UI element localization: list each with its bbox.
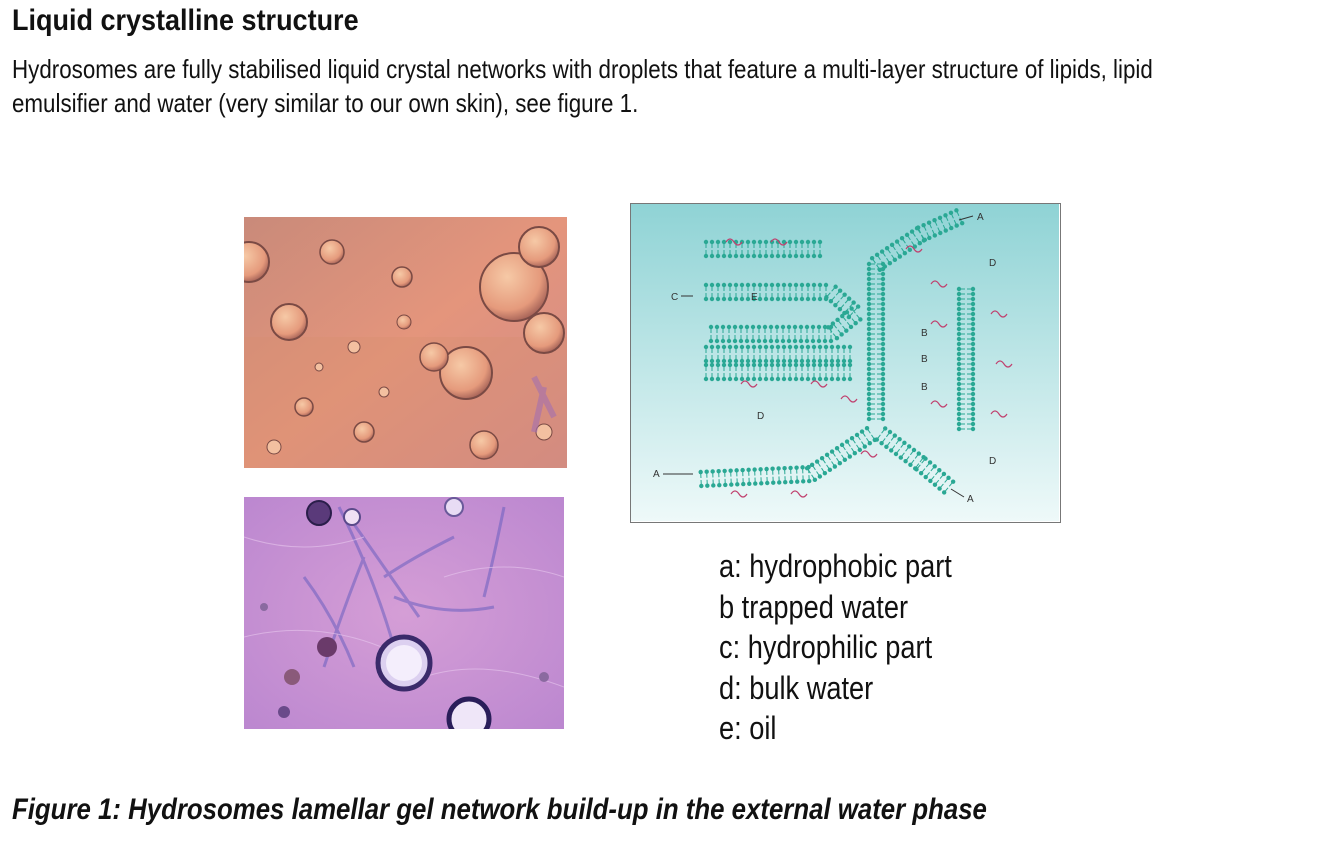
legend-item-d: d: bulk water bbox=[719, 669, 874, 706]
label-d-right: D bbox=[989, 456, 996, 467]
label-b-2: B bbox=[921, 354, 928, 365]
label-a-top: A bbox=[977, 212, 984, 223]
label-d-mid: D bbox=[757, 411, 764, 422]
legend-item-e: e: oil bbox=[719, 710, 777, 746]
label-a-right: A bbox=[967, 494, 974, 505]
label-a-left: A bbox=[653, 469, 660, 480]
section-heading: Liquid crystalline structure bbox=[12, 4, 359, 37]
micrograph-droplets bbox=[244, 217, 567, 468]
label-d-top: D bbox=[989, 258, 996, 269]
label-e: E bbox=[751, 292, 758, 303]
legend-item-c: c: hydrophilic part bbox=[719, 629, 933, 665]
legend-item-a: a: hydrophobic part bbox=[719, 548, 952, 584]
diagram-legend: a: hydrophobic part b trapped water c: h… bbox=[719, 546, 952, 749]
legend-item-b: b trapped water bbox=[719, 588, 909, 625]
label-c: C bbox=[671, 292, 678, 303]
lipid-bilayers bbox=[698, 208, 1013, 498]
label-b-3: B bbox=[921, 382, 928, 393]
figure-caption: Figure 1: Hydrosomes lamellar gel networ… bbox=[12, 793, 987, 826]
label-b-1: B bbox=[921, 328, 928, 339]
micrograph-lamellar-gel bbox=[244, 497, 564, 729]
lamellar-structure-diagram: A D C E B B B D D A A bbox=[630, 203, 1061, 523]
intro-paragraph: Hydrosomes are fully stabilised liquid c… bbox=[12, 54, 1153, 118]
